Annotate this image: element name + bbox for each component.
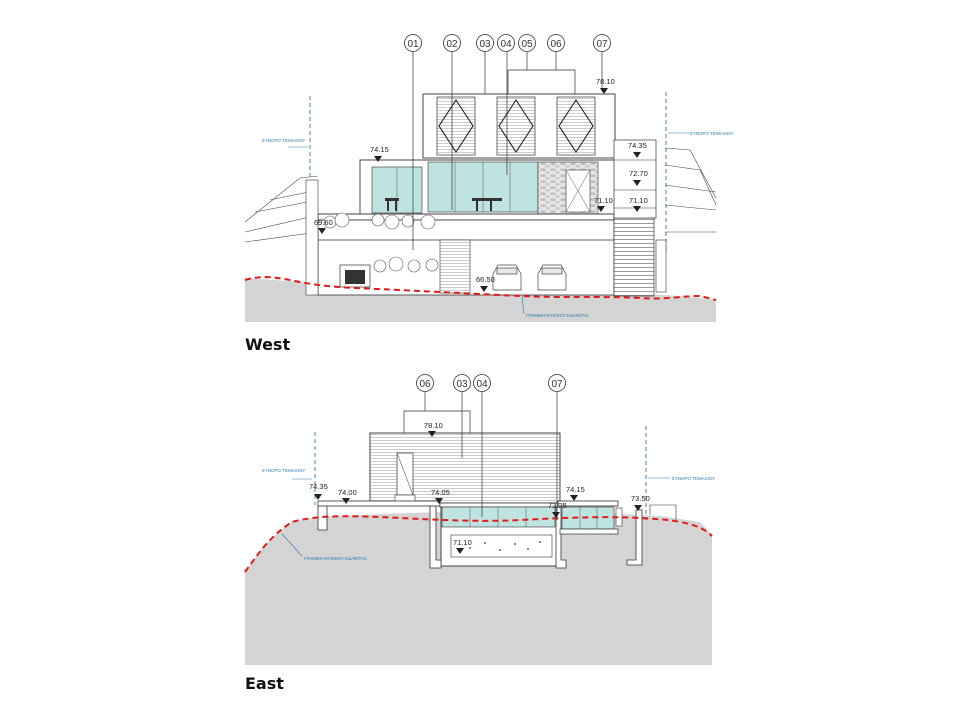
west-callout-06: 06: [547, 34, 565, 52]
west-callout-leaders: [412, 52, 603, 250]
west-level-69-60: 69.60: [314, 218, 333, 234]
east-level-74-00: 74.00: [338, 488, 357, 504]
svg-text:04: 04: [500, 39, 512, 50]
svg-text:74.00: 74.00: [338, 488, 357, 497]
svg-text:02: 02: [446, 39, 458, 50]
east-level-74-05: 74.05: [431, 488, 450, 504]
west-natural-ground-line: [244, 276, 717, 301]
svg-text:03: 03: [456, 379, 468, 390]
west-level-72-70: 72.70: [629, 169, 648, 186]
svg-text:01: 01: [407, 39, 419, 50]
svg-text:05: 05: [521, 39, 533, 50]
east-callout-07: 07: [548, 374, 566, 392]
west-note-property-line-right: ΣΥΝΟΡΟ ΤΕΜΑΧΙΟΥ: [690, 131, 733, 136]
west-callout-05: 05: [518, 34, 536, 52]
west-external-stair: [613, 217, 655, 297]
east-level-74-35: 74.35: [309, 482, 328, 500]
west-car-right: [537, 264, 567, 291]
svg-text:06: 06: [550, 39, 562, 50]
svg-text:74.35: 74.35: [628, 141, 647, 150]
svg-text:72.70: 72.70: [629, 169, 648, 178]
east-glazing-main: [441, 506, 556, 528]
svg-text:71.10: 71.10: [594, 196, 613, 205]
east-level-74-15: 74.15: [566, 485, 585, 501]
svg-text:07: 07: [596, 39, 608, 50]
east-level-71-10: 71.10: [453, 538, 472, 554]
west-view-title: West: [245, 335, 291, 354]
svg-text:71.10: 71.10: [629, 196, 648, 205]
west-level-71-10-b: 71.10: [629, 196, 648, 212]
svg-text:71.10: 71.10: [453, 538, 472, 547]
west-level-71-10-a: 71.10: [594, 196, 613, 212]
svg-text:73.50: 73.50: [631, 494, 650, 503]
east-callout-03: 03: [453, 374, 471, 392]
west-car-left: [492, 264, 522, 291]
svg-text:74.35: 74.35: [309, 482, 328, 491]
east-callout-leaders: [424, 392, 558, 520]
svg-text:04: 04: [476, 379, 488, 390]
west-level-74-35: 74.35: [628, 141, 647, 158]
west-callout-02: 02: [443, 34, 461, 52]
svg-text:69.60: 69.60: [314, 218, 333, 227]
east-note-property-line-left: ΣΥΝΟΡΟ ΤΕΜΑΧΙΟΥ: [262, 468, 305, 473]
west-planting: [323, 212, 439, 273]
west-louvre-panels: [436, 96, 596, 156]
east-callout-04: 04: [473, 374, 491, 392]
east-level-73-50: 73.50: [631, 494, 650, 511]
east-note-property-line-right: ΣΥΝΟΡΟ ΤΕΜΑΧΙΟΥ: [672, 476, 715, 481]
west-callout-03: 03: [476, 34, 494, 52]
svg-text:03: 03: [479, 39, 491, 50]
east-note-natural-ground: ΓΡΑΜΜΗ ΦΥΣΙΚΟΥ ΕΔΑΦΟΥΣ: [304, 556, 367, 561]
west-level-74-15: 74.15: [370, 145, 389, 162]
svg-text:74.05: 74.05: [431, 488, 450, 497]
west-right-slope: [664, 147, 717, 233]
east-callout-06: 06: [416, 374, 434, 392]
west-callout-01: 01: [404, 34, 422, 52]
west-callout-07: 07: [593, 34, 611, 52]
east-level-78-10: 78.10: [424, 421, 443, 437]
svg-text:66.50: 66.50: [476, 275, 495, 284]
svg-text:07: 07: [551, 379, 563, 390]
west-level-66-50: 66.50: [476, 275, 495, 292]
west-level-78-10: 78.10: [596, 77, 615, 94]
west-note-property-line-left: ΣΥΝΟΡΟ ΤΕΜΑΧΙΟΥ: [262, 138, 305, 143]
east-ground: [245, 511, 712, 665]
svg-text:78.10: 78.10: [596, 77, 615, 86]
east-elevation: 06 03 04 07 78.10 74.35 74.00 74.05 74.1…: [244, 374, 715, 665]
svg-text:73.25: 73.25: [548, 501, 567, 510]
west-elevation: 01 02 03 04 05 06 07 78.10 74.15 74.35 7…: [244, 34, 733, 322]
svg-text:06: 06: [419, 379, 431, 390]
east-level-73-25: 73.25: [548, 501, 567, 518]
svg-text:74.15: 74.15: [566, 485, 585, 494]
svg-text:74.15: 74.15: [370, 145, 389, 154]
west-note-natural-ground: ΓΡΑΜΜΗ ΦΥΣΙΚΟΥ ΕΔΑΦΟΥΣ: [526, 313, 589, 318]
west-callout-04: 04: [497, 34, 515, 52]
svg-text:78.10: 78.10: [424, 421, 443, 430]
east-view-title: East: [245, 674, 284, 693]
